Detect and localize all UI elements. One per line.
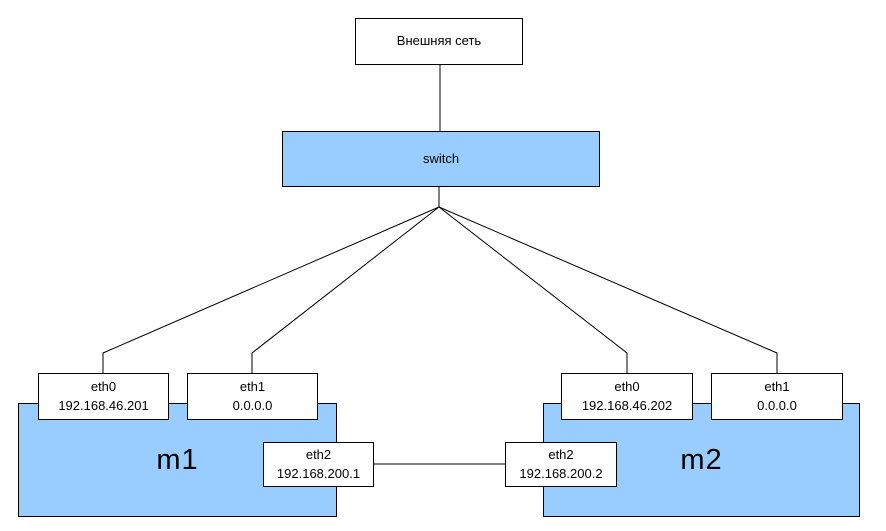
switch-label: switch — [422, 150, 460, 166]
link-switch-to-m2-eth1 — [438, 206, 778, 374]
interface-node-m1-eth2: eth2 192.168.200.1 — [263, 442, 374, 487]
interface-name: eth0 — [614, 379, 640, 395]
external-network-label: Внешняя сеть — [396, 33, 482, 49]
switch-node: switch — [282, 131, 600, 187]
link-switch-to-m1-eth1 — [251, 206, 440, 374]
interface-ip: 192.168.46.202 — [581, 397, 673, 413]
interface-node-m2-eth0: eth0 192.168.46.202 — [561, 373, 693, 420]
machine-m2-label: m2 — [680, 443, 723, 476]
interface-ip: 192.168.200.1 — [276, 465, 361, 481]
external-network-node: Внешняя сеть — [355, 18, 523, 65]
interface-ip: 192.168.200.2 — [519, 465, 603, 481]
interface-node-m2-eth2: eth2 192.168.200.2 — [505, 442, 617, 487]
interface-node-m1-eth0: eth0 192.168.46.201 — [38, 373, 169, 420]
interface-name: eth0 — [90, 379, 117, 395]
interface-ip: 192.168.46.201 — [58, 397, 149, 413]
interface-name: eth1 — [764, 379, 790, 395]
link-switch-to-m1-eth0 — [102, 206, 440, 374]
interface-ip: 0.0.0.0 — [232, 397, 273, 413]
interface-name: eth1 — [239, 379, 266, 395]
interface-node-m1-eth1: eth1 0.0.0.0 — [187, 373, 318, 420]
interface-ip: 0.0.0.0 — [757, 397, 797, 413]
interface-node-m2-eth1: eth1 0.0.0.0 — [711, 373, 843, 420]
interface-name: eth2 — [548, 447, 574, 463]
machine-m1-node: m1 — [18, 403, 337, 517]
link-switch-to-m2-eth0 — [438, 206, 628, 374]
machine-m1-label: m1 — [156, 443, 199, 476]
interface-name: eth2 — [305, 447, 332, 463]
